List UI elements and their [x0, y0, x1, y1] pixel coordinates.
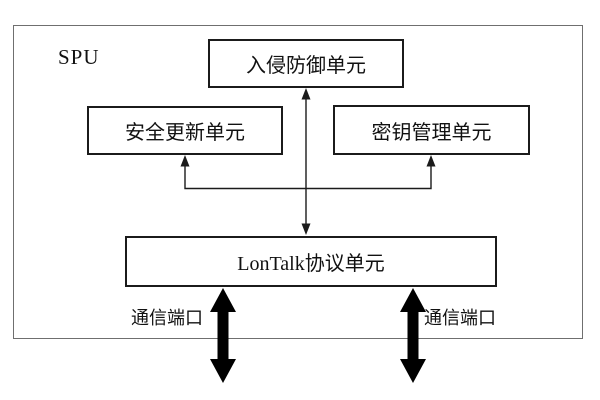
box-label-security-update: 安全更新单元 [125, 122, 245, 144]
box-lontalk-protocol-unit: LonTalk协议单元 [125, 236, 497, 287]
box-intrusion-prevention-unit: 入侵防御单元 [208, 39, 404, 88]
box-label-key-management: 密钥管理单元 [371, 121, 492, 144]
box-label-intrusion-prevention: 入侵防御单元 [246, 55, 366, 77]
comm-port-label-right: 通信端口 [424, 308, 496, 328]
spu-frame [13, 25, 583, 339]
box-key-management-unit: 密钥管理单元 [333, 105, 530, 155]
box-label-lontalk-protocol: LonTalk协议单元 [237, 253, 385, 275]
comm-port-label-left: 通信端口 [131, 308, 203, 328]
box-security-update-unit: 安全更新单元 [87, 106, 283, 155]
spu-frame-label: SPU [58, 45, 100, 69]
